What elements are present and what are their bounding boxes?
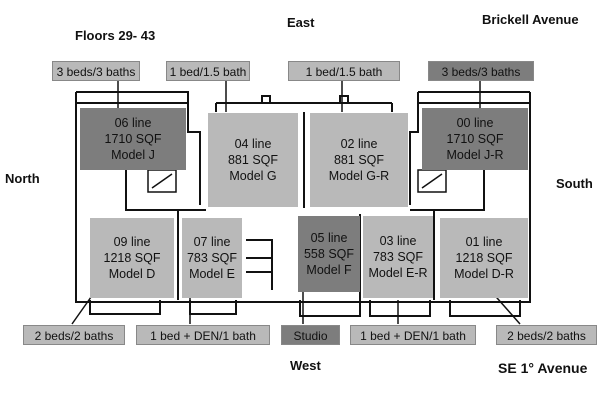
unit-model: Model G-R [328,169,390,183]
unit-line: 02 line [340,137,378,151]
street-top: Brickell Avenue [482,12,579,27]
unit-sqf: 881 SQF [333,153,385,167]
unit-sqf: 1710 SQF [446,132,504,146]
bottom-label-03: 1 bed + DEN/1 bath [350,325,476,345]
direction-south: South [556,176,593,191]
floors-title: Floors 29- 43 [75,28,156,43]
top-label-04: 1 bed/1.5 bath [166,61,250,81]
unit-06: 06 line 1710 SQF Model J [80,108,186,170]
unit-line: 09 line [113,235,151,249]
bottom-label-01: 2 beds/2 baths [496,325,597,345]
unit-03: 03 line 783 SQF Model E-R [363,216,433,298]
unit-line: 07 line [193,235,231,249]
unit-sqf: 881 SQF [227,153,279,167]
bottom-label-05: Studio [281,325,340,345]
unit-model: Model D [108,267,156,281]
unit-line: 03 line [379,234,417,248]
unit-line: 06 line [114,116,152,130]
direction-west: West [290,358,321,373]
top-label-02: 1 bed/1.5 bath [288,61,400,81]
top-label-06: 3 beds/3 baths [52,61,140,81]
unit-sqf: 1218 SQF [103,251,161,265]
unit-sqf: 783 SQF [186,251,238,265]
unit-model: Model J [111,148,155,162]
unit-09: 09 line 1218 SQF Model D [90,218,174,298]
bottom-label-09: 2 beds/2 baths [23,325,125,345]
unit-line: 04 line [234,137,272,151]
unit-04: 04 line 881 SQF Model G [208,113,298,207]
unit-00: 00 line 1710 SQF Model J-R [422,108,528,170]
unit-01: 01 line 1218 SQF Model D-R [440,218,528,298]
direction-north: North [5,171,40,186]
unit-model: Model G [229,169,277,183]
unit-sqf: 1710 SQF [104,132,162,146]
unit-model: Model J-R [446,148,504,162]
top-label-00: 3 beds/3 baths [428,61,534,81]
unit-sqf: 1218 SQF [455,251,513,265]
unit-05: 05 line 558 SQF Model F [298,216,360,292]
street-bottom: SE 1° Avenue [498,360,588,376]
bottom-label-07: 1 bed + DEN/1 bath [136,325,270,345]
unit-07: 07 line 783 SQF Model E [182,218,242,298]
unit-line: 00 line [456,116,494,130]
unit-model: Model F [306,263,352,277]
unit-sqf: 558 SQF [303,247,355,261]
unit-sqf: 783 SQF [372,250,424,264]
unit-model: Model E-R [368,266,428,280]
unit-line: 01 line [465,235,503,249]
unit-model: Model E [189,267,235,281]
unit-line: 05 line [310,231,348,245]
unit-model: Model D-R [454,267,514,281]
direction-east: East [287,15,315,30]
unit-02: 02 line 881 SQF Model G-R [310,113,408,207]
